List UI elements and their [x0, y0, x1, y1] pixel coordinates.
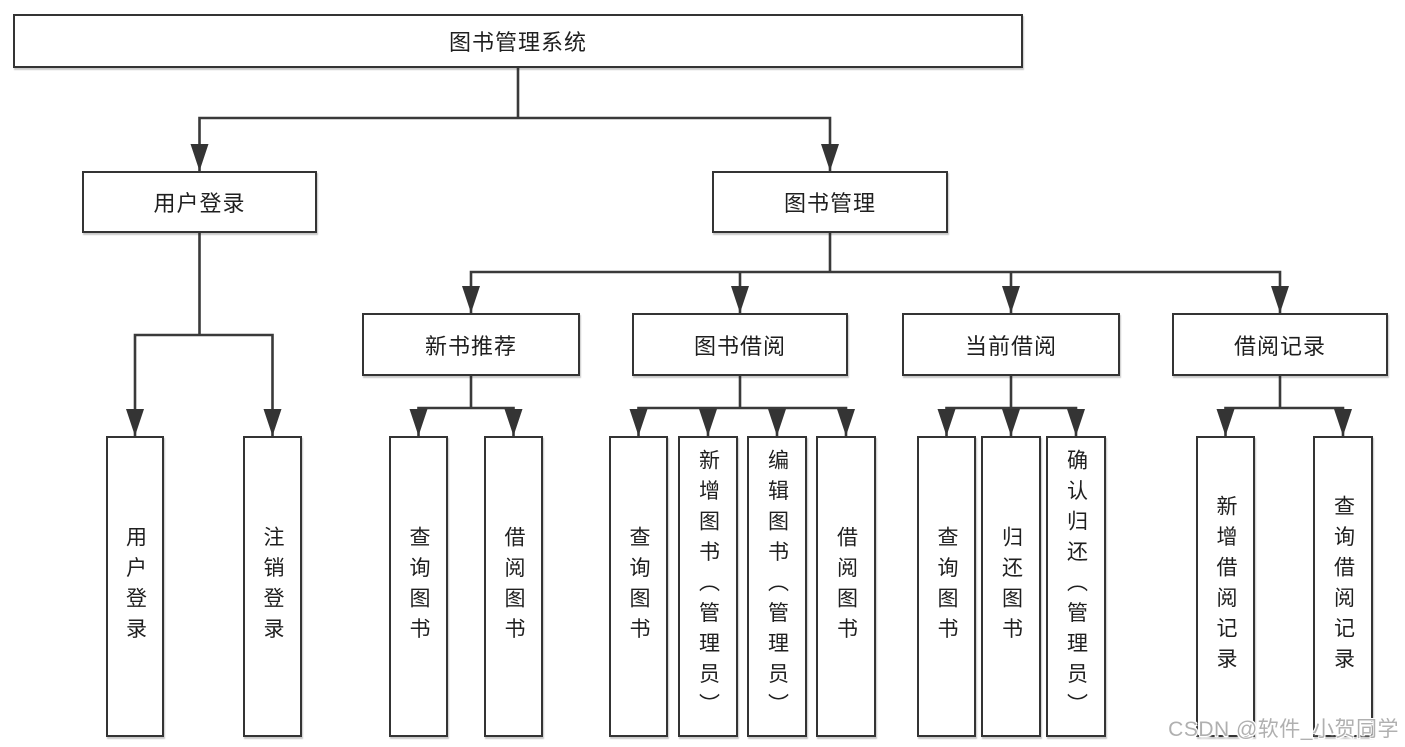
node-label: 确认归还（管理员）	[1064, 449, 1088, 724]
node-label: 归还图书	[999, 525, 1023, 648]
node-label: 图书管理	[783, 191, 876, 216]
node-label: 图书借阅	[693, 333, 786, 359]
node-library-management-system: 图书管理系统	[13, 14, 1023, 68]
node-label: 新书推荐	[424, 333, 517, 359]
node-label: 查询图书	[407, 525, 430, 648]
node-label: 用户登录	[153, 191, 246, 216]
node-book-borrowing: 图书借阅	[632, 313, 848, 376]
node-leaf-query-borrow-record: 查询借阅记录	[1313, 436, 1373, 737]
node-label: 查询图书	[627, 525, 650, 648]
node-new-book-recommendation: 新书推荐	[362, 313, 580, 376]
node-leaf-query-books-current: 查询图书	[917, 436, 976, 737]
arrowheads	[126, 144, 1352, 436]
node-label: 借阅图书	[502, 525, 525, 648]
node-leaf-query-books-recommend: 查询图书	[389, 436, 448, 737]
node-leaf-user-login: 用户登录	[106, 436, 164, 737]
node-leaf-return-book: 归还图书	[981, 436, 1041, 737]
node-leaf-add-borrow-record: 新增借阅记录	[1196, 436, 1255, 737]
node-user-login: 用户登录	[82, 171, 317, 233]
node-label: 借阅图书	[834, 525, 858, 648]
node-label: 查询图书	[935, 525, 958, 648]
node-leaf-add-book-admin: 新增图书（管理员）	[678, 436, 738, 737]
node-label: 借阅记录	[1233, 333, 1326, 359]
node-label: 图书管理系统	[448, 30, 587, 55]
node-leaf-edit-book-admin: 编辑图书（管理员）	[747, 436, 807, 737]
node-label: 用户登录	[123, 525, 147, 648]
node-label: 编辑图书（管理员）	[765, 449, 789, 724]
node-label: 当前借阅	[964, 333, 1057, 359]
node-leaf-borrow-books: 借阅图书	[816, 436, 876, 737]
node-leaf-confirm-return-admin: 确认归还（管理员）	[1046, 436, 1106, 737]
node-borrowing-records: 借阅记录	[1172, 313, 1388, 376]
node-leaf-borrow-books-recommend: 借阅图书	[484, 436, 543, 737]
csdn-watermark: CSDN @软件_小贺同学	[1168, 718, 1399, 741]
node-current-borrowing: 当前借阅	[902, 313, 1120, 376]
node-label: 查询借阅记录	[1331, 495, 1355, 678]
node-label: 注销登录	[261, 525, 284, 648]
node-label: 新增图书（管理员）	[696, 449, 720, 724]
node-leaf-query-books-borrowing: 查询图书	[609, 436, 668, 737]
node-label: 新增借阅记录	[1214, 495, 1237, 678]
node-book-management: 图书管理	[712, 171, 948, 233]
node-leaf-logout: 注销登录	[243, 436, 302, 737]
